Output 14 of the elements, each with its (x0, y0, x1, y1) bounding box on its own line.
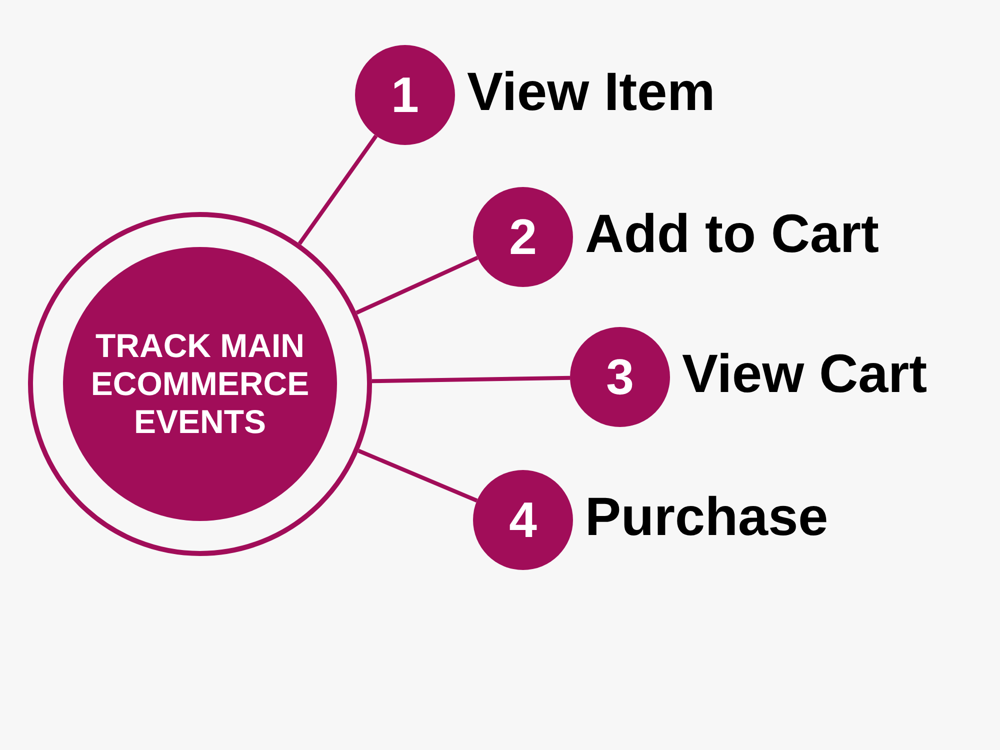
step-label: Purchase (585, 490, 828, 544)
step-number: 4 (509, 495, 537, 545)
step-number: 3 (606, 352, 634, 402)
step-label: View Item (467, 65, 716, 119)
outer-ring (28, 212, 372, 556)
connector-line (372, 376, 570, 384)
center-title: TRACK MAIN ECOMMERCE EVENTS (90, 327, 310, 441)
step-number: 2 (509, 212, 537, 262)
connector-line (358, 448, 478, 502)
connector-line (356, 256, 478, 315)
step-label: View Cart (682, 347, 928, 401)
step-label: Add to Cart (585, 207, 879, 261)
step-number: 1 (391, 70, 419, 120)
connector-line (298, 134, 378, 245)
